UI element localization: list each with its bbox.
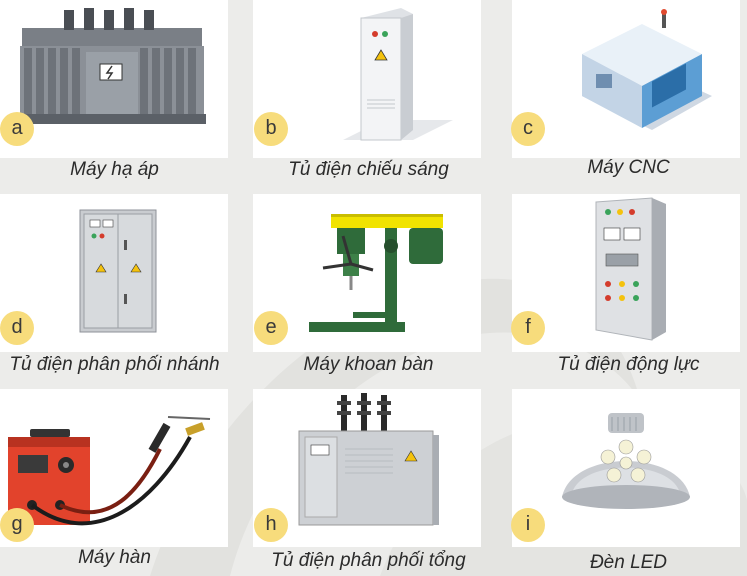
panel-label-c: Máy CNC: [587, 157, 670, 178]
power-cabinet-icon: [595, 197, 666, 341]
panel-letter-h: h: [254, 508, 288, 542]
main-distribution-cabinet-icon: [298, 393, 439, 526]
panel-h-image: [253, 389, 481, 547]
panel-label-d: Tủ điện phân phối nhánh: [9, 354, 220, 375]
panel-c-image: [512, 0, 740, 158]
panel-letter-f: f: [511, 311, 545, 345]
panel-label-f: Tủ điện động lực: [557, 354, 700, 375]
panel-letter-i: i: [511, 508, 545, 542]
panel-g-image: [0, 389, 228, 547]
panel-letter-d: d: [0, 311, 34, 345]
panel-letter-c: c: [511, 112, 545, 146]
branch-distribution-cabinet-icon: [79, 209, 157, 333]
panel-label-i: Đèn LED: [589, 552, 668, 573]
drill-press-icon: [309, 214, 443, 332]
panel-label-a: Máy hạ áp: [70, 159, 159, 180]
panel-label-g: Máy hàn: [78, 547, 151, 568]
step-down-transformer-icon: [18, 8, 206, 124]
panel-letter-a: a: [0, 112, 34, 146]
panel-label-b: Tủ điện chiếu sáng: [288, 159, 449, 180]
lighting-cabinet-icon: [343, 8, 453, 141]
panel-label-e: Máy khoan bàn: [303, 354, 434, 375]
panel-b-image: [253, 0, 481, 158]
cnc-machine-icon: [582, 9, 712, 130]
panel-letter-e: e: [254, 311, 288, 345]
panel-e-image: [253, 194, 481, 352]
panel-a-image: [0, 0, 228, 158]
panel-letter-g: g: [0, 508, 34, 542]
panel-d-image: [0, 194, 228, 352]
panel-label-h: Tủ điện phân phối tổng: [271, 550, 466, 571]
panel-i-image: [512, 389, 740, 547]
panel-f-image: [512, 194, 740, 352]
panel-letter-b: b: [254, 112, 288, 146]
welding-machine-icon: [8, 416, 211, 526]
led-highbay-lamp-icon: [562, 413, 690, 509]
